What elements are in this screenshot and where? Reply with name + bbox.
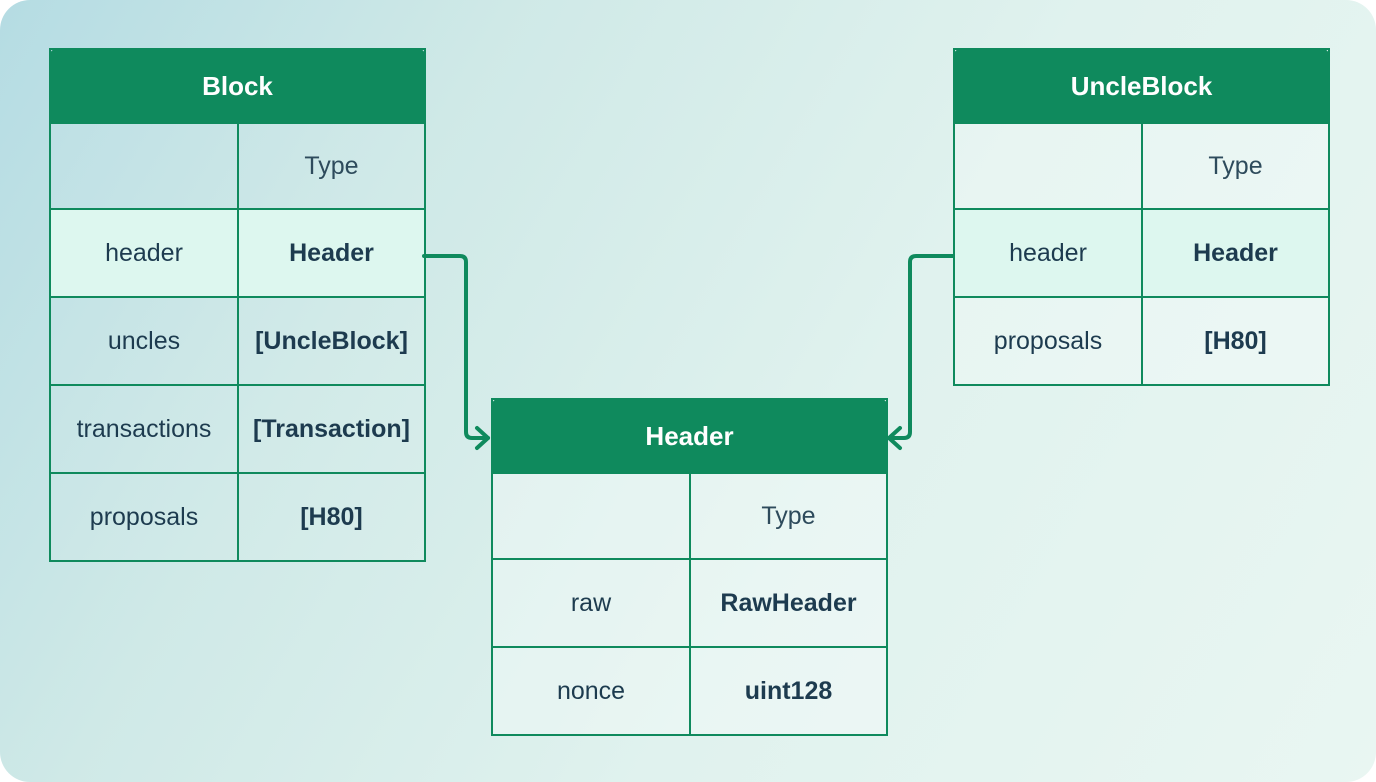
header-field-header-cell [491,472,691,560]
header-table: Header Type raw RawHeader nonce uint128 [491,398,888,736]
header-type-header-cell: Type [689,472,888,560]
uncle-block-type-header-cell: Type [1140,122,1331,210]
block-type-header-cell: Type [237,122,426,210]
uncle-block-field-type: [H80] [1140,296,1331,386]
uncle-block-field-type: Header [1140,208,1331,298]
uncle-block-header-connector [887,254,955,440]
block-field-type: [Transaction] [237,384,426,474]
uncle-block-table: UncleBlock Type header Header proposals … [952,48,1331,386]
block-field-name: header [49,208,239,298]
header-field-name: nonce [491,646,691,736]
block-header-arrowhead [475,426,490,450]
block-table: Block Type header Header uncles [UncleBl… [49,48,426,562]
block-field-type: [UncleBlock] [237,296,426,386]
uncle-block-field-name: proposals [953,296,1143,386]
block-field-type: Header [237,208,426,298]
uncle-block-header-arrowhead [887,426,902,450]
block-header-connector [422,254,490,440]
block-field-type: [H80] [237,472,426,562]
block-table-title: Block [49,48,426,124]
header-field-type: uint128 [689,646,888,736]
block-field-name: transactions [49,384,239,474]
uncle-block-field-header-cell [953,122,1143,210]
block-field-name: proposals [49,472,239,562]
block-field-header-cell [49,122,239,210]
block-field-name: uncles [49,296,239,386]
uncle-block-field-name: header [953,208,1143,298]
header-field-type: RawHeader [689,558,888,648]
uncle-block-table-title: UncleBlock [952,48,1331,124]
header-table-title: Header [491,398,888,474]
header-field-name: raw [491,558,691,648]
